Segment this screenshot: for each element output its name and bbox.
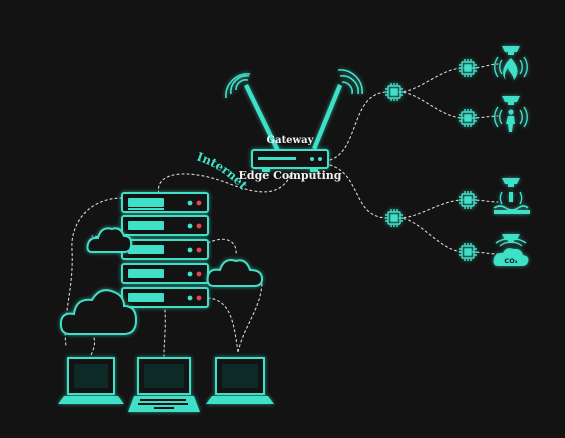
link-cloud-right-laptop-right: [237, 283, 263, 353]
link-chip4-chip5: [398, 199, 465, 219]
cloud-icon: [86, 227, 133, 253]
link-chip4-chip6: [398, 217, 465, 253]
laptop-icon: [128, 357, 200, 412]
fire-sensor-icon: [494, 46, 528, 80]
chip-icon: [385, 83, 403, 101]
router-icon: [225, 69, 363, 172]
co2-sensor-icon: CO₂: [493, 234, 529, 266]
laptop-icon: [58, 357, 124, 404]
co2-label: CO₂: [504, 257, 517, 265]
chip-icon: [459, 191, 477, 209]
link-server-cloud-right: [207, 238, 237, 257]
link-gateway-chip-top: [329, 91, 389, 161]
chip-icon: [459, 109, 477, 127]
water-level-sensor-icon: [493, 178, 530, 214]
person-sensor-icon: [494, 96, 528, 132]
link-chip1-chip3: [398, 91, 465, 119]
chip-icon: [459, 59, 477, 77]
link-server-laptop-right: [207, 297, 239, 353]
server-unit: [121, 263, 209, 284]
link-gateway-chip-bottom: [329, 164, 389, 219]
cloud-icon: [206, 259, 264, 287]
link-chip1-chip2: [398, 67, 465, 93]
chip-icon: [385, 209, 403, 227]
gateway-label: Gateway: [267, 135, 315, 146]
chip-icon: [459, 243, 477, 261]
edge-computing-label: Edge Computing: [239, 169, 342, 182]
server-unit: [121, 287, 209, 308]
server-unit: [121, 215, 209, 236]
server-unit: [121, 192, 209, 213]
server-unit: [121, 239, 209, 260]
cloud-icon: [59, 289, 138, 335]
laptop-icon: [206, 357, 274, 404]
link-server-laptop-mid: [163, 309, 166, 357]
link-cloud-laptop-left: [89, 337, 96, 359]
server-rack-icon: [121, 192, 209, 308]
